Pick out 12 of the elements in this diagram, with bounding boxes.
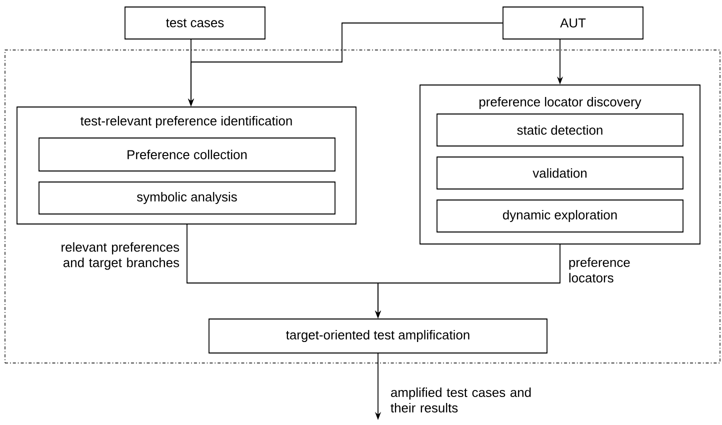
process-box: validation <box>436 156 684 190</box>
process-box: symbolic analysis <box>38 182 336 214</box>
frame-box <box>4 50 720 364</box>
process-box: static detection <box>436 114 684 146</box>
process-box: Preference collection <box>38 138 336 172</box>
process-box: target-oriented test amplification <box>208 318 548 354</box>
process-box: test cases <box>124 6 266 40</box>
process-box: dynamic exploration <box>436 200 684 232</box>
edge-label: relevant preferences and target branches <box>62 242 180 270</box>
edge-label: amplified test cases and their results <box>390 388 531 412</box>
edge-label: preference locators <box>569 258 630 282</box>
process-box: AUT <box>502 6 644 40</box>
